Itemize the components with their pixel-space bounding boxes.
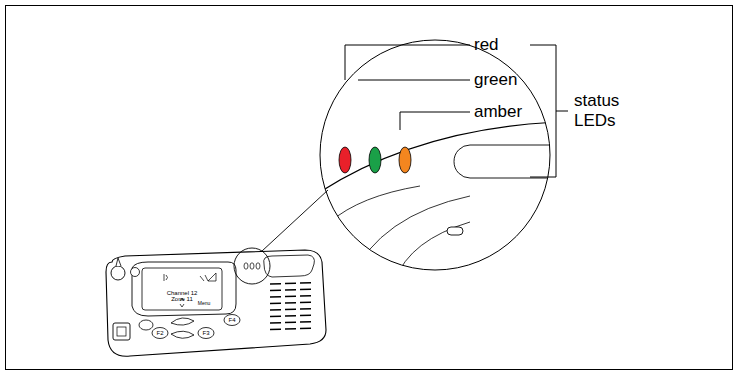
green-led [369, 147, 381, 173]
leader-line [358, 80, 470, 81]
grille-slot [285, 309, 296, 311]
led-label: green [474, 70, 517, 90]
button-label: F3 [202, 330, 209, 337]
button-label: F2 [156, 330, 163, 337]
zoom-leader [262, 190, 328, 251]
grille-slot [285, 315, 296, 317]
amber-led [399, 147, 411, 173]
speaker-grille [270, 283, 311, 330]
display-icons [164, 273, 216, 307]
grille-slot [300, 282, 311, 284]
recess [454, 145, 560, 178]
display-text: Channel 12 [167, 290, 198, 297]
grille-slot [300, 328, 311, 330]
grille-slot [300, 321, 311, 323]
grille-slot [270, 303, 281, 305]
grille-slot [270, 322, 281, 324]
grille-slot [270, 296, 281, 298]
grille-slot [300, 315, 311, 317]
softkey-label: Menu [198, 301, 211, 307]
bracket [530, 45, 568, 177]
grille-slot [270, 309, 281, 311]
grille-slot [285, 328, 296, 330]
led-label: red [474, 35, 499, 55]
button-label: F4 [228, 317, 235, 324]
zoom-detail [320, 122, 560, 280]
zoom-source-circle [234, 248, 270, 284]
grille-slot [270, 290, 281, 292]
leader-line [400, 112, 470, 130]
leader-line [345, 45, 470, 80]
grille-slot [300, 308, 311, 310]
grille-slot [270, 316, 281, 318]
grille-slot [285, 322, 296, 324]
grille-slot [300, 295, 311, 297]
zoom-circle [320, 40, 550, 270]
grille-slot [285, 296, 296, 298]
control-head [106, 250, 326, 356]
grille-slot [300, 289, 311, 291]
display-text: Zone 11 [171, 296, 193, 303]
grille-slot [270, 329, 281, 331]
red-led [339, 147, 351, 173]
grille-slot [285, 289, 296, 291]
grille-slot [285, 283, 296, 285]
grille-slot [285, 302, 296, 304]
grille-slot [300, 302, 311, 304]
group-label: status LEDs [574, 91, 648, 130]
frame [6, 6, 733, 370]
led-label: amber [474, 102, 522, 122]
grille-slot [270, 283, 281, 285]
